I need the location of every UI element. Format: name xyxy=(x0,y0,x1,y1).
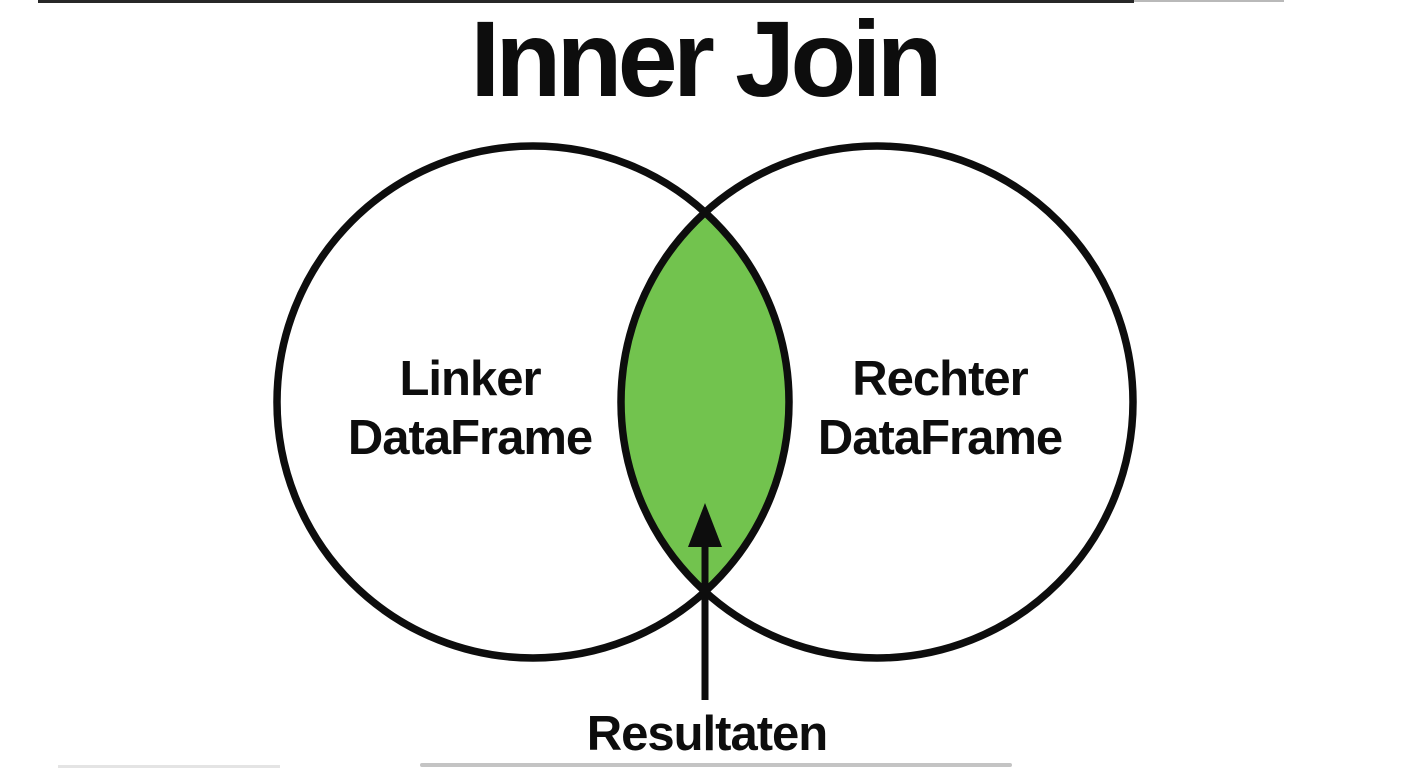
left-circle-label: Linker DataFrame xyxy=(320,350,620,468)
left-circle-outline xyxy=(273,142,793,662)
right-circle-label: Rechter DataFrame xyxy=(790,350,1090,468)
right-circle-label-line2: DataFrame xyxy=(817,411,1063,465)
arrow-head xyxy=(688,503,722,547)
right-circle-outline xyxy=(617,142,1137,662)
intersection-region xyxy=(621,212,789,592)
arrow-up-icon xyxy=(688,503,722,700)
annotation-label-resultaten: Resultaten xyxy=(586,707,829,761)
right-circle-label-line1: Rechter xyxy=(852,352,1028,406)
page-title: Inner Join xyxy=(470,0,942,119)
left-circle-label-line1: Linker xyxy=(399,352,541,406)
left-circle-label-line2: DataFrame xyxy=(347,411,593,465)
